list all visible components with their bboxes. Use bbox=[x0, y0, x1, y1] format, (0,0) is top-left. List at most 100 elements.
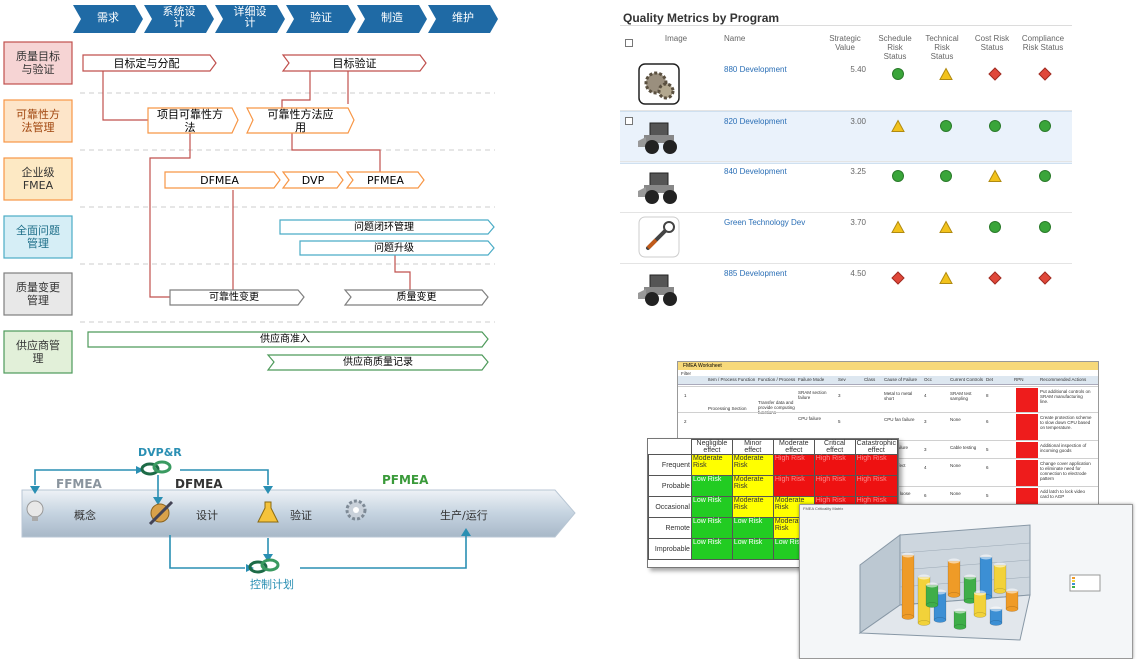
chain-icon bbox=[140, 460, 280, 574]
row-checkbox[interactable] bbox=[625, 117, 633, 125]
ws-rpn-cell bbox=[1016, 442, 1038, 458]
ws-recommended-action: Add latch to lock video card to AGP bbox=[1040, 489, 1086, 499]
ws-column-header[interactable]: Sev bbox=[838, 377, 846, 382]
header-strategic[interactable]: Strategic Value bbox=[829, 34, 861, 52]
row-box-3 bbox=[3, 215, 73, 259]
quality-metrics-title: Quality Metrics by Program bbox=[623, 11, 780, 25]
escalation-label: 问题升级 bbox=[374, 243, 414, 254]
flask-icon bbox=[257, 501, 279, 523]
header-technical[interactable]: Technical Risk Status bbox=[925, 34, 959, 61]
dvp-label: DVP bbox=[301, 174, 325, 187]
program-name-link[interactable]: 820 Development bbox=[724, 117, 787, 126]
risk-column-header: Minor effect bbox=[731, 439, 774, 455]
row-label-3: 全面问题 管理 bbox=[16, 224, 60, 250]
ws-severity: 3 bbox=[838, 393, 841, 398]
program-name-link[interactable]: 840 Development bbox=[724, 167, 787, 176]
row-box-5 bbox=[3, 330, 73, 374]
ws-column-header[interactable]: Failure Mode bbox=[798, 377, 825, 382]
ws-detection: 5 bbox=[986, 493, 989, 498]
risk-column-header: Moderate effect bbox=[772, 439, 815, 455]
header-name[interactable]: Name bbox=[724, 34, 746, 43]
risk-cell: High Risk bbox=[772, 454, 815, 476]
status-yellow-icon bbox=[939, 67, 953, 81]
ws-column-header[interactable]: Det bbox=[986, 377, 994, 382]
gear-image bbox=[638, 63, 682, 105]
row-box-4 bbox=[3, 272, 73, 316]
ws-detection: 6 bbox=[986, 419, 989, 424]
status-green-icon bbox=[1038, 119, 1052, 133]
status-red-icon bbox=[988, 271, 1002, 285]
status-green-icon bbox=[891, 169, 905, 183]
ws-row-number: 2 bbox=[684, 419, 687, 424]
header-compliance[interactable]: Compliance Risk Status bbox=[1021, 34, 1065, 52]
production-label: 生产/运行 bbox=[440, 509, 488, 522]
ws-controls: None bbox=[950, 463, 961, 468]
risk-row-label: Occasional bbox=[648, 496, 692, 518]
chart-cylinders bbox=[901, 552, 1019, 630]
risk-cell: Low Risk bbox=[731, 538, 774, 560]
risk-column-header: Negligible effect bbox=[690, 439, 733, 455]
ws-occurrence: 3 bbox=[924, 447, 927, 452]
status-green-icon bbox=[988, 119, 1002, 133]
closed-loop-label: 问题闭环管理 bbox=[354, 222, 414, 233]
ws-column-header[interactable]: Function / Process bbox=[758, 377, 796, 382]
ws-column-header[interactable]: Item / Process Function bbox=[708, 377, 756, 382]
ws-row-number: 1 bbox=[684, 393, 687, 398]
chart-cylinder bbox=[901, 552, 915, 620]
row-label-0: 质量目标 与验证 bbox=[16, 50, 60, 76]
program-name-link[interactable]: 880 Development bbox=[724, 65, 787, 74]
status-green-icon bbox=[939, 119, 953, 133]
worksheet-title: FMEA Worksheet bbox=[678, 362, 1098, 370]
strategic-value: 4.50 bbox=[850, 269, 866, 278]
row-label-5: 供应商管 理 bbox=[16, 339, 60, 365]
status-yellow-icon bbox=[891, 220, 905, 234]
filter-label[interactable]: Filter bbox=[681, 371, 691, 376]
program-row[interactable]: 820 Development 3.00 bbox=[620, 111, 1072, 164]
program-row[interactable]: 885 Development 4.50 bbox=[620, 264, 1072, 315]
status-red-icon bbox=[988, 67, 1002, 81]
ws-column-header[interactable]: RPN bbox=[1014, 377, 1024, 382]
ws-controls: None bbox=[950, 491, 961, 496]
program-row[interactable]: Green Technology Dev 3.70 bbox=[620, 213, 1072, 264]
header-cost[interactable]: Cost Risk Status bbox=[974, 34, 1010, 52]
quality-metrics-panel: Quality Metrics by Program Image Name St… bbox=[620, 8, 1072, 318]
program-name-link[interactable]: Green Technology Dev bbox=[724, 218, 806, 227]
chart-legend bbox=[1069, 574, 1101, 592]
dfmea-label: DFMEA bbox=[200, 174, 239, 187]
risk-cell: Low Risk bbox=[690, 517, 733, 539]
supplier-admission-label: 供应商准入 bbox=[260, 334, 310, 345]
ws-column-header[interactable]: Current Controls bbox=[950, 377, 984, 382]
ws-recommended-action: Change cover application to eliminate ne… bbox=[1040, 461, 1091, 481]
chart-cylinder bbox=[993, 562, 1007, 594]
select-all-checkbox[interactable] bbox=[625, 39, 633, 47]
ws-column-header[interactable]: Occ bbox=[924, 377, 933, 382]
risk-row-label: Remote bbox=[648, 517, 692, 539]
bulb-icon bbox=[26, 500, 44, 521]
reliability-application-label: 可靠性方法应 用 bbox=[267, 108, 334, 134]
ws-column-header[interactable]: Cause of Failure bbox=[884, 377, 918, 382]
row-label-1: 可靠性方 法管理 bbox=[16, 108, 60, 134]
ws-severity: 5 bbox=[838, 419, 841, 424]
risk-cell: Low Risk bbox=[690, 538, 733, 560]
chart-cylinder bbox=[989, 606, 1003, 626]
ws-column-header[interactable]: Recommended Actions bbox=[1040, 377, 1087, 382]
quality-change-label: 质量变更 bbox=[396, 292, 437, 303]
risk-cell: Moderate Risk bbox=[690, 454, 733, 476]
program-name-link[interactable]: 885 Development bbox=[724, 269, 787, 278]
ws-column-header[interactable]: Class bbox=[864, 377, 876, 382]
chart-title: FMEA Criticality Matrix bbox=[803, 506, 844, 511]
tools-icon bbox=[148, 500, 174, 526]
strategic-value: 3.70 bbox=[850, 218, 866, 227]
row-box-2 bbox=[3, 157, 73, 201]
strategic-value: 3.00 bbox=[850, 117, 866, 126]
risk-cell: Moderate Risk bbox=[731, 475, 774, 497]
status-green-icon bbox=[1038, 220, 1052, 234]
header-schedule[interactable]: Schedule Risk Status bbox=[878, 34, 912, 61]
risk-row-label: Improbable bbox=[648, 538, 692, 560]
row-box-1 bbox=[3, 99, 73, 143]
phase-label-1: 系统设 计 bbox=[162, 5, 196, 29]
status-yellow-icon bbox=[891, 119, 905, 133]
risk-cell: High Risk bbox=[854, 475, 899, 497]
